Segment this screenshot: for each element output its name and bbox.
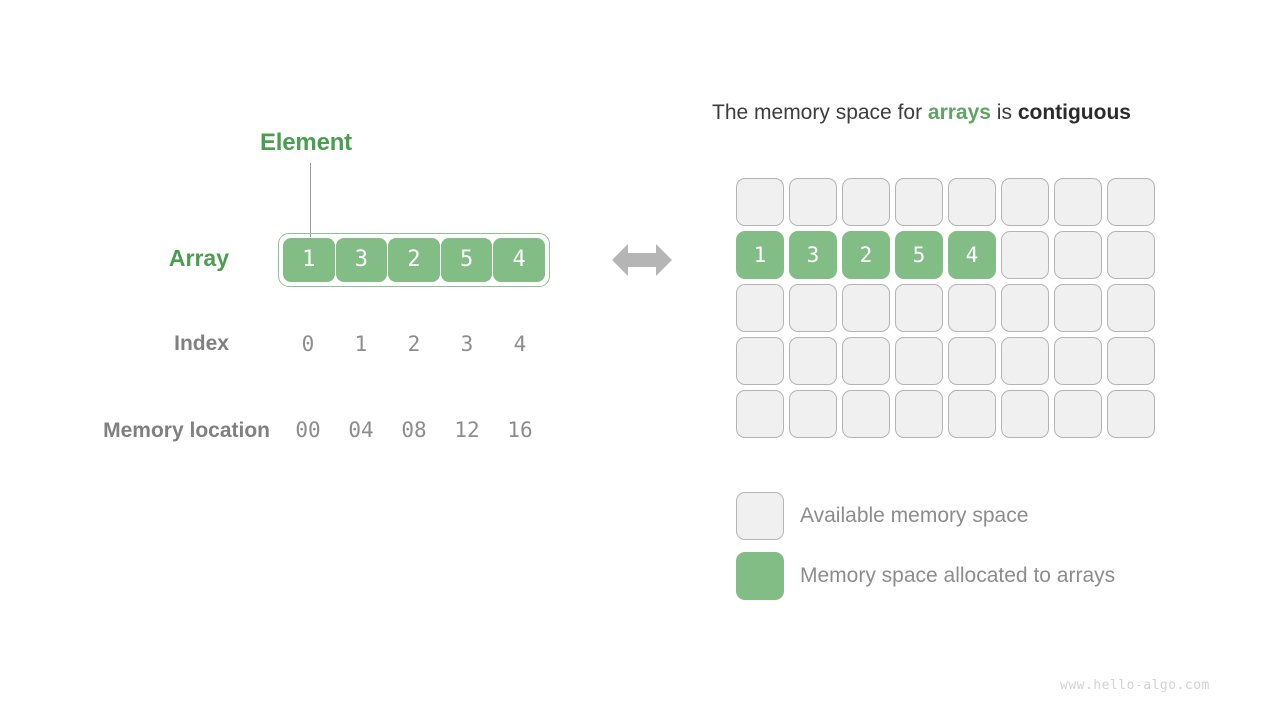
memory-values-row: 00 04 08 12 16 [278, 420, 546, 441]
memory-cell [842, 178, 890, 226]
index-value: 3 [460, 332, 474, 356]
memory-value: 04 [348, 418, 374, 442]
memory-cell [1054, 390, 1102, 438]
legend-swatch-allocated-icon [736, 552, 784, 600]
memory-cell [789, 284, 837, 332]
memory-cell [789, 390, 837, 438]
memory-value: 16 [507, 418, 533, 442]
memory-title-contiguous-highlight: contiguous [1017, 101, 1131, 124]
memory-cell [1107, 231, 1155, 279]
memory-cell [1001, 178, 1049, 226]
index-value: 4 [513, 332, 527, 356]
memory-cell [1107, 284, 1155, 332]
memory-cell [1001, 337, 1049, 385]
memory-cell [789, 178, 837, 226]
memory-cell [1054, 284, 1102, 332]
memory-cell-allocated: 2 [842, 231, 890, 279]
memory-cell [948, 178, 996, 226]
memory-cell [1001, 390, 1049, 438]
legend-label-available: Available memory space [800, 504, 1029, 527]
memory-title-part2: is [990, 101, 1018, 124]
array-cell: 5 [440, 238, 493, 282]
memory-cell [895, 284, 943, 332]
array-container: 1 3 2 5 4 [278, 233, 550, 287]
array-cell: 1 [283, 238, 335, 282]
legend-label-allocated: Memory space allocated to arrays [800, 564, 1116, 587]
memory-cell [789, 337, 837, 385]
memory-value: 12 [454, 418, 480, 442]
legend: Available memory space Memory space allo… [736, 492, 1115, 600]
memory-cell-allocated: 3 [789, 231, 837, 279]
legend-item-allocated: Memory space allocated to arrays [736, 552, 1115, 600]
memory-cell [736, 390, 784, 438]
memory-cell [895, 390, 943, 438]
memory-cell [1001, 231, 1049, 279]
memory-cell [1107, 337, 1155, 385]
memory-cell [1107, 390, 1155, 438]
memory-cell-allocated: 5 [895, 231, 943, 279]
memory-cell [736, 284, 784, 332]
memory-location-row-label: Memory location [103, 419, 270, 442]
memory-cell [842, 337, 890, 385]
legend-swatch-available-icon [736, 492, 784, 540]
index-row-label: Index [174, 332, 229, 355]
memory-cell [1054, 178, 1102, 226]
legend-item-available: Available memory space [736, 492, 1115, 540]
memory-cell [736, 178, 784, 226]
memory-cell [1001, 284, 1049, 332]
memory-cell [948, 284, 996, 332]
memory-title: The memory space for arrays is contiguou… [712, 101, 1131, 125]
watermark: www.hello-algo.com [1060, 678, 1210, 693]
index-value: 1 [354, 332, 368, 356]
memory-cell [736, 337, 784, 385]
array-cell: 2 [388, 238, 440, 282]
array-cell: 4 [493, 238, 545, 282]
memory-value: 00 [295, 418, 321, 442]
memory-cell [842, 390, 890, 438]
memory-cell [895, 178, 943, 226]
memory-cell [1054, 337, 1102, 385]
memory-title-arrays-highlight: arrays [927, 101, 991, 124]
memory-cell [1107, 178, 1155, 226]
index-value: 2 [407, 332, 421, 356]
double-headed-arrow-icon [612, 244, 672, 276]
memory-value: 08 [401, 418, 427, 442]
memory-title-part1: The memory space for [712, 101, 928, 124]
memory-cell [948, 390, 996, 438]
element-annotation-label: Element [260, 129, 352, 156]
element-connector-line [310, 163, 311, 237]
index-values-row: 0 1 2 3 4 [278, 334, 546, 355]
memory-cell [1054, 231, 1102, 279]
array-row-label: Array [168, 245, 229, 271]
memory-cell-allocated: 1 [736, 231, 784, 279]
array-cell: 3 [335, 238, 388, 282]
memory-cell [842, 284, 890, 332]
memory-grid: 1 3 2 5 4 [736, 178, 1160, 443]
index-value: 0 [301, 332, 315, 356]
memory-cell [895, 337, 943, 385]
memory-cell [948, 337, 996, 385]
memory-cell-allocated: 4 [948, 231, 996, 279]
